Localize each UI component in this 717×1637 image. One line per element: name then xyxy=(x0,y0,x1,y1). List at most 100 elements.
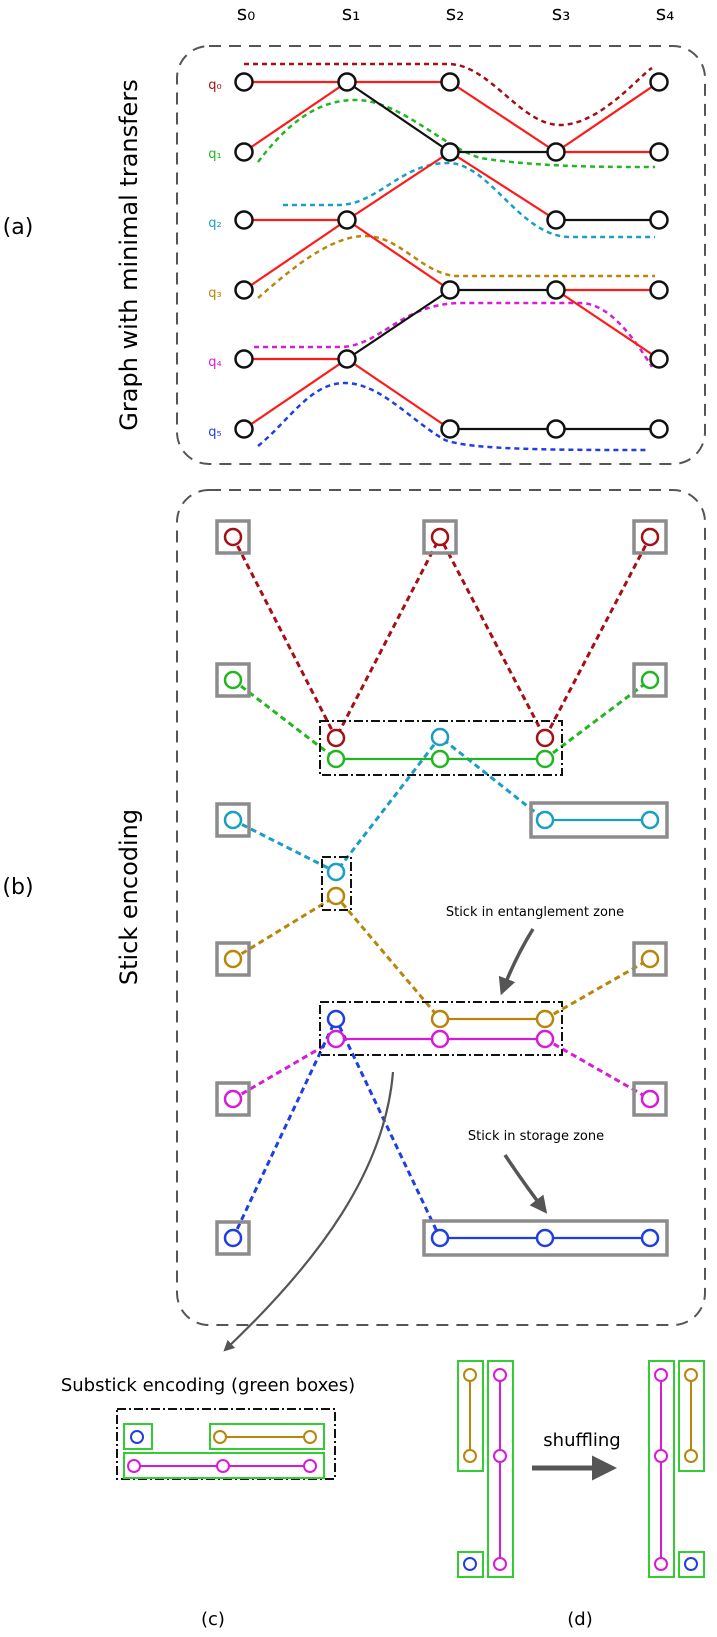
atom-q0 xyxy=(640,527,660,547)
annotation-storage: Stick in storage zone xyxy=(468,1129,604,1144)
atom-q4 xyxy=(223,1089,243,1109)
atom-q3 xyxy=(463,1368,477,1382)
atom-q0 xyxy=(535,728,555,748)
qubit-label-q3: q₃ xyxy=(208,286,221,301)
trajectory-q0 xyxy=(244,62,653,127)
atom-q4 xyxy=(535,1029,555,1049)
atom-q4 xyxy=(654,1368,668,1382)
graph-node xyxy=(234,349,254,369)
graph-node xyxy=(649,72,669,92)
qubit-label-q2: q₂ xyxy=(208,216,221,231)
trajectory-q2 xyxy=(283,161,655,239)
panel-a-frame xyxy=(176,45,706,465)
atom-q4 xyxy=(127,1459,141,1473)
atom-q4 xyxy=(640,1089,660,1109)
atom-q2 xyxy=(640,810,660,830)
graph-edge xyxy=(346,81,451,153)
graph-node xyxy=(546,280,566,300)
graph-node xyxy=(649,210,669,230)
atom-q3 xyxy=(430,1009,450,1029)
atom-q2 xyxy=(430,727,450,747)
atom-q3 xyxy=(223,949,243,969)
atom-q4 xyxy=(430,1029,450,1049)
graph-node xyxy=(649,419,669,439)
trajectory-q1 xyxy=(257,98,656,169)
panel-b-label: (b) xyxy=(2,875,33,900)
graph-node xyxy=(440,280,460,300)
shuffle-atoms xyxy=(463,1368,698,1571)
atoms xyxy=(223,527,660,1248)
storage-box xyxy=(422,519,458,555)
graph-node xyxy=(546,142,566,162)
atom-q4 xyxy=(326,1029,346,1049)
substick-box xyxy=(123,1452,325,1479)
atom-q1 xyxy=(535,749,555,769)
graph-edges xyxy=(243,80,660,431)
graph-node xyxy=(234,419,254,439)
movement-q2 xyxy=(232,734,546,874)
substick-box xyxy=(209,1423,325,1450)
substick-green-boxes xyxy=(123,1423,325,1479)
graph-edge xyxy=(243,358,348,430)
storage-box xyxy=(632,662,668,698)
shuffle-box xyxy=(487,1360,514,1578)
panel-b-title: Stick encoding xyxy=(115,809,143,985)
atom-q4 xyxy=(493,1449,507,1463)
atom-q3 xyxy=(303,1430,317,1444)
graph-edge xyxy=(346,358,451,430)
atom-q3 xyxy=(326,886,346,906)
graph-node xyxy=(234,280,254,300)
atom-q3 xyxy=(463,1449,477,1463)
atom-q1 xyxy=(223,670,243,690)
panel-a-label: (a) xyxy=(3,215,34,240)
atom-q1 xyxy=(430,749,450,769)
entanglement-box xyxy=(319,1001,563,1056)
atom-q3 xyxy=(640,949,660,969)
graph-node xyxy=(234,72,254,92)
graph-edge xyxy=(449,151,557,221)
atom-q3 xyxy=(535,1009,555,1029)
shuffle-box xyxy=(678,1360,705,1472)
graph-node xyxy=(337,72,357,92)
storage-box xyxy=(632,1081,668,1117)
qubit-label-q1: q₁ xyxy=(208,147,221,162)
stage-label-s3: s₃ xyxy=(552,1,570,25)
graph-node xyxy=(440,142,460,162)
shuffle-box xyxy=(457,1551,484,1578)
atom-q4 xyxy=(493,1368,507,1382)
storage-box xyxy=(215,802,251,838)
qubit-label-q0: q₀ xyxy=(208,78,221,93)
panel-b-frame xyxy=(176,489,706,1326)
panel-c-label: (c) xyxy=(201,1609,225,1630)
atom-q0 xyxy=(326,728,346,748)
movement-q5 xyxy=(231,1015,442,1239)
panel-d: shuffling (d) xyxy=(457,1360,705,1630)
stage-label-s4: s₄ xyxy=(656,1,674,25)
storage-box xyxy=(215,662,251,698)
graph-edge xyxy=(243,81,348,153)
atom-q5 xyxy=(684,1557,698,1571)
entanglement-boxes xyxy=(319,720,563,1056)
atom-q5 xyxy=(535,1228,555,1248)
graph-node xyxy=(337,210,357,230)
graph-node xyxy=(440,419,460,439)
panel-d-label: (d) xyxy=(567,1609,592,1630)
atom-q0 xyxy=(223,527,243,547)
annotation-entanglement: Stick in entanglement zone xyxy=(446,905,624,920)
graph-edge xyxy=(346,151,451,221)
stage-label-s0: s₀ xyxy=(237,1,255,25)
graph-node xyxy=(649,280,669,300)
panel-a: s₀ s₁ s₂ s₃ s₄ q₀ q₁ q₂ q₃ q₄ q₅ Graph w… xyxy=(3,1,706,465)
shuffle-label: shuffling xyxy=(543,1430,620,1451)
shuffle-box xyxy=(678,1551,705,1578)
atom-q5 xyxy=(130,1430,144,1444)
storage-box xyxy=(632,941,668,977)
graph-node xyxy=(546,210,566,230)
graph-edge xyxy=(346,219,451,291)
shuffle-box xyxy=(457,1360,484,1472)
panel-b: Stick encoding (b) xyxy=(2,489,706,1352)
graph-edge xyxy=(555,81,660,153)
storage-box xyxy=(215,941,251,977)
